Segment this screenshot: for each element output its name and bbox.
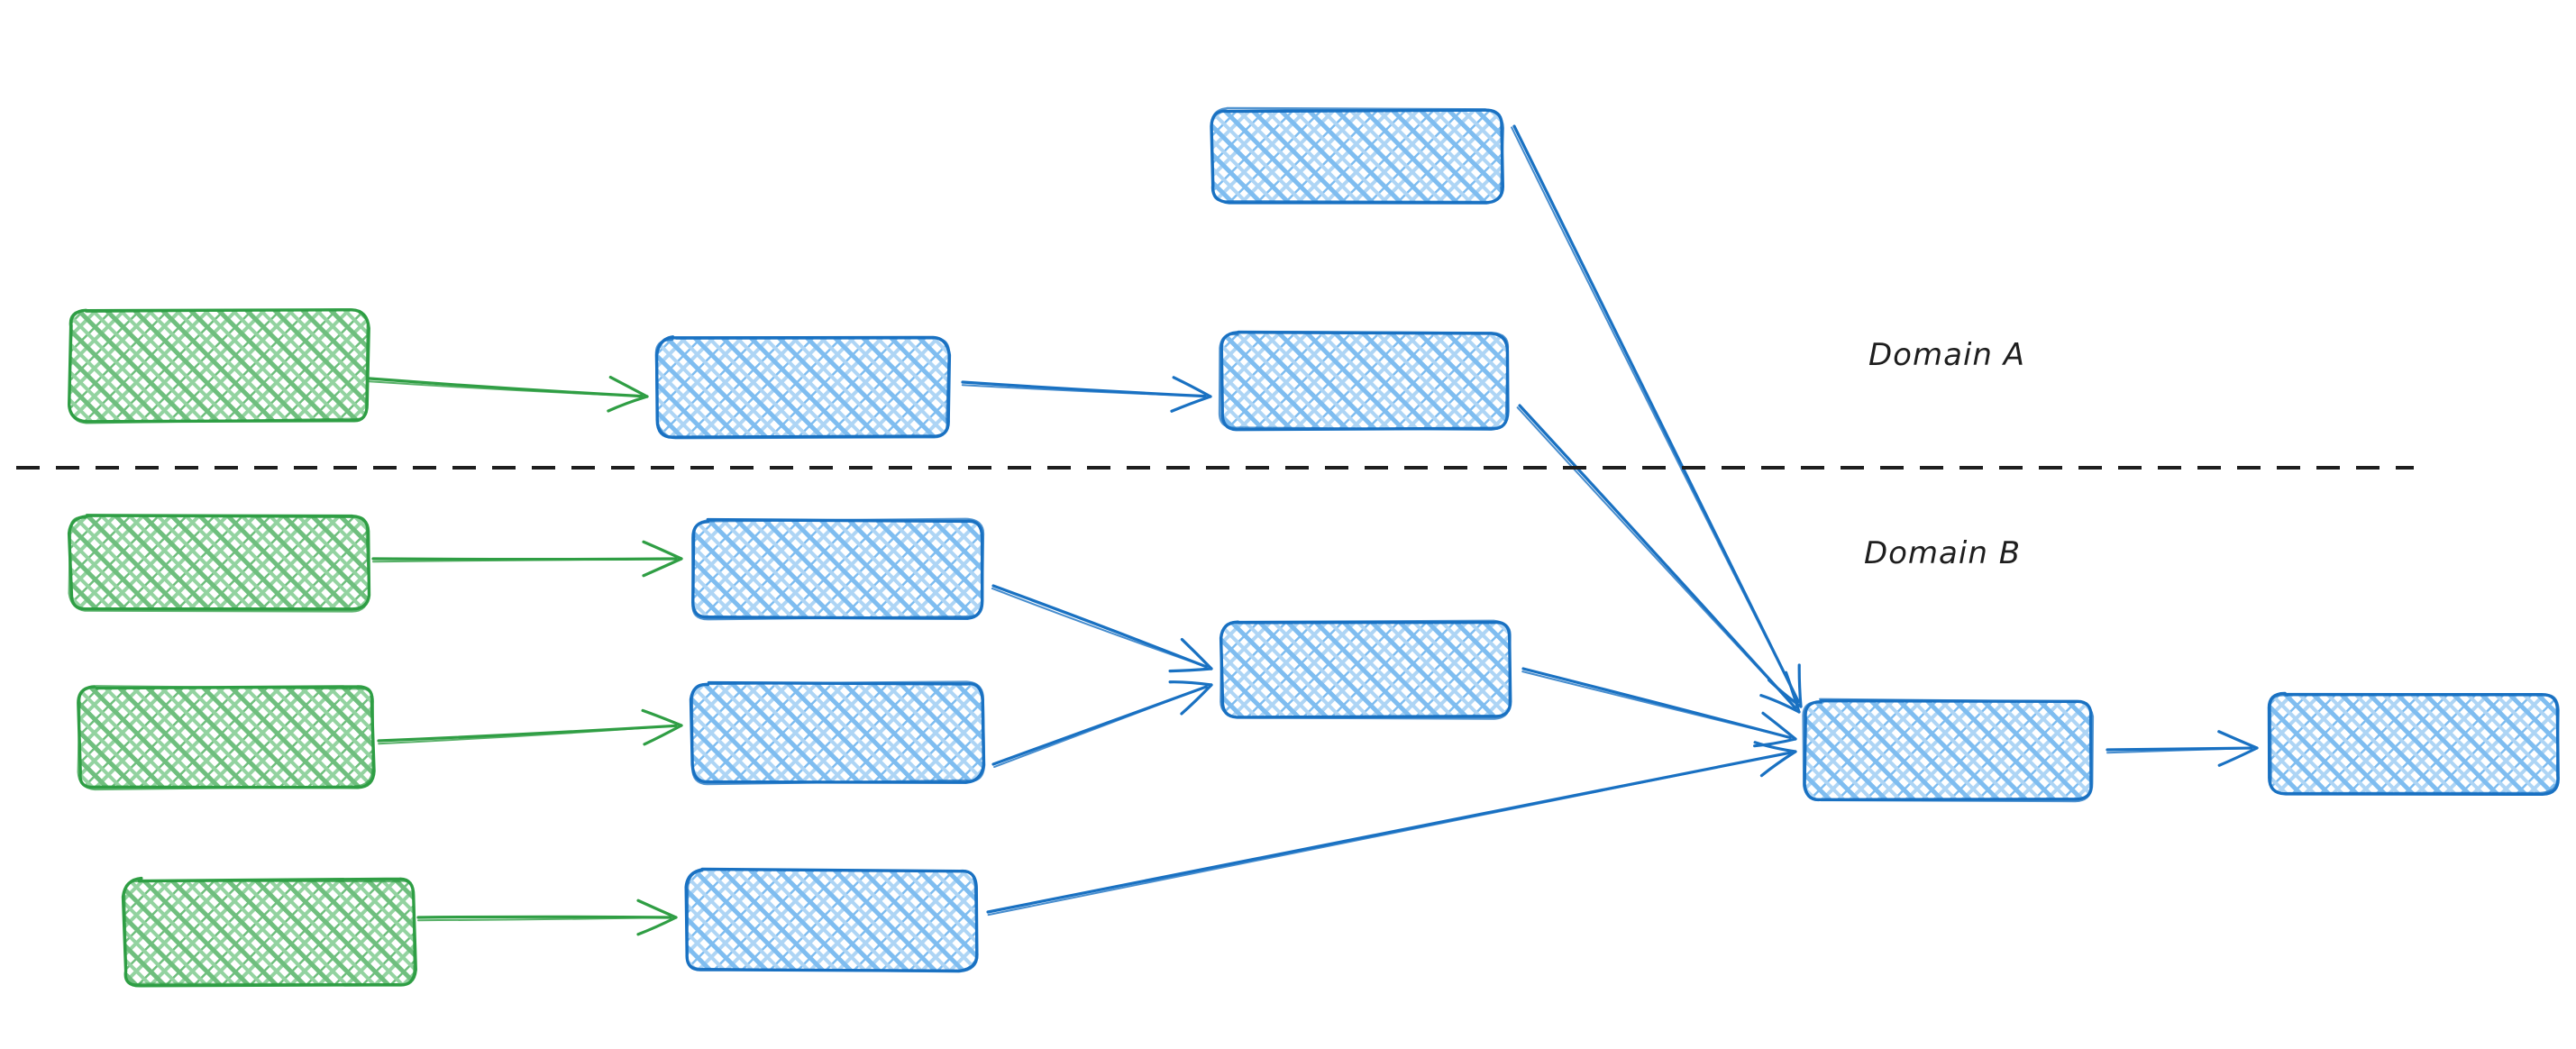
domain-b-label: Domain B: [1864, 535, 2021, 571]
edge-proc-b1-to-merge-b-shaft: [991, 584, 1208, 669]
process-node-a2[interactable]: [1218, 330, 1510, 432]
sink-node-1-fill: [1804, 701, 2091, 800]
edge-proc-a0-to-sink-1[interactable]: [1511, 124, 1803, 708]
edge-src-b1-to-proc-b1-arrowhead-lower: [642, 540, 683, 561]
edge-proc-b1-to-merge-b-arrowhead-lower: [1180, 637, 1213, 670]
process-node-a-top[interactable]: [1210, 106, 1505, 205]
edge-src-a1-to-proc-a1-arrowhead-upper: [607, 395, 649, 413]
domain-a-label: Domain A: [1868, 337, 2025, 373]
edges-layer: [368, 124, 2259, 936]
process-node-b2[interactable]: [689, 680, 986, 786]
edge-proc-b3-to-sink-1[interactable]: [986, 741, 1797, 917]
edge-src-b3-to-proc-b3-arrowhead-lower: [636, 898, 678, 919]
source-node-b3-outline: [123, 880, 416, 986]
source-node-a1[interactable]: [68, 308, 370, 424]
edge-proc-a2-to-sink-1-shaft: [1516, 406, 1796, 709]
edge-proc-a2-to-sink-1-arrowhead-lower: [1784, 670, 1801, 714]
edge-src-b3-to-proc-b3-shaft: [417, 917, 671, 922]
edge-proc-a1-to-proc-a2-shaft: [961, 384, 1207, 397]
edge-proc-a1-to-proc-a2-arrowhead-lower: [1172, 376, 1212, 398]
process-node-b3-outline: [685, 868, 979, 973]
edge-src-b1-to-proc-b1-arrowhead-upper: [642, 557, 683, 578]
source-node-b2-outline: [77, 685, 374, 791]
source-node-b3-fill: [124, 880, 415, 986]
source-node-a1-fill: [70, 311, 368, 421]
edge-src-a1-to-proc-a1-shaft: [368, 377, 644, 398]
edge-proc-a2-to-sink-1-shaft: [1518, 404, 1797, 710]
edge-src-b2-to-proc-b2-arrowhead-lower: [641, 708, 683, 727]
process-node-b1-outline: [691, 517, 985, 621]
edge-merge-b-to-sink-1-arrowhead-lower: [1761, 711, 1797, 741]
source-node-b1[interactable]: [67, 514, 371, 613]
edge-proc-a0-to-sink-1-arrowhead-lower: [1797, 663, 1803, 708]
edge-src-b3-to-proc-b3-arrowhead-upper: [636, 916, 678, 936]
source-node-b1-outline: [68, 515, 370, 613]
source-node-b1-fill: [70, 516, 368, 610]
edge-proc-a2-to-sink-1-arrowhead-upper: [1759, 694, 1801, 714]
edge-src-b2-to-proc-b2[interactable]: [377, 708, 683, 746]
nodes-layer: [67, 106, 2560, 988]
source-node-b2-fill: [79, 687, 373, 788]
sink-node-2-fill: [2270, 694, 2558, 793]
edge-proc-b3-to-sink-1-shaft: [987, 752, 1792, 917]
process-node-a1-outline: [654, 337, 950, 440]
process-node-b2-fill: [692, 683, 982, 782]
merge-node-b[interactable]: [1219, 619, 1512, 720]
sink-node-2-outline: [2269, 693, 2560, 795]
edge-src-b2-to-proc-b2-shaft: [378, 725, 678, 745]
edge-merge-b-to-sink-1[interactable]: [1521, 667, 1797, 748]
edge-proc-a0-to-sink-1-shaft: [1512, 124, 1800, 704]
process-node-a2-fill: [1221, 333, 1508, 429]
merge-node-b-outline: [1219, 619, 1512, 720]
edge-src-b2-to-proc-b2-arrowhead-upper: [643, 724, 683, 746]
merge-node-b-fill: [1222, 622, 1511, 717]
edge-proc-b3-to-sink-1-arrowhead-lower: [1753, 741, 1797, 753]
process-node-a1-fill: [658, 338, 948, 437]
edge-sink-1-to-sink-2-arrowhead-upper: [2217, 746, 2259, 767]
edge-proc-b2-to-merge-b[interactable]: [991, 680, 1213, 769]
process-node-b2-outline: [690, 680, 986, 786]
edge-src-b1-to-proc-b1[interactable]: [371, 540, 683, 578]
edge-proc-b1-to-merge-b-arrowhead-upper: [1168, 667, 1213, 673]
edge-src-a1-to-proc-a1-arrowhead-lower: [608, 375, 649, 398]
edge-merge-b-to-sink-1-shaft: [1521, 670, 1792, 739]
edge-proc-a2-to-sink-1[interactable]: [1516, 404, 1801, 714]
process-node-b3[interactable]: [684, 867, 979, 973]
edge-src-a1-to-proc-a1-shaft: [368, 380, 644, 397]
edge-sink-1-to-sink-2-arrowhead-lower: [2217, 730, 2259, 750]
edge-src-a1-to-proc-a1[interactable]: [368, 375, 649, 413]
edge-proc-b2-to-merge-b-arrowhead-upper: [1180, 683, 1213, 716]
edge-proc-b1-to-merge-b-shaft: [991, 587, 1208, 668]
edge-sink-1-to-sink-2-shaft: [2106, 747, 2252, 754]
source-node-b2[interactable]: [77, 685, 376, 791]
edge-proc-b3-to-sink-1-arrowhead-upper: [1759, 750, 1797, 778]
process-node-a-top-fill: [1212, 110, 1503, 202]
edge-proc-a1-to-proc-a2[interactable]: [961, 376, 1212, 413]
process-node-a2-outline: [1219, 330, 1510, 432]
source-node-b3[interactable]: [121, 876, 417, 988]
edge-proc-a1-to-proc-a2-arrowhead-upper: [1170, 395, 1212, 413]
edge-src-b1-to-proc-b1-shaft: [372, 558, 677, 563]
sink-node-2[interactable]: [2267, 691, 2560, 797]
edge-merge-b-to-sink-1-arrowhead-upper: [1753, 737, 1797, 748]
process-node-b1-fill: [692, 521, 982, 618]
process-node-b1[interactable]: [691, 517, 985, 621]
sink-node-1[interactable]: [1802, 698, 2095, 803]
source-node-a1-outline: [68, 308, 370, 424]
edge-proc-b1-to-merge-b[interactable]: [991, 584, 1213, 673]
process-node-a1[interactable]: [654, 335, 952, 440]
edge-sink-1-to-sink-2[interactable]: [2106, 730, 2259, 767]
process-node-a-top-outline: [1210, 106, 1505, 204]
edge-proc-a0-to-sink-1-shaft: [1511, 126, 1800, 703]
process-node-b3-fill: [687, 871, 977, 970]
edge-src-b3-to-proc-b3[interactable]: [416, 898, 678, 936]
edge-proc-b2-to-merge-b-arrowhead-lower: [1168, 680, 1213, 687]
sink-node-1-outline: [1802, 698, 2095, 803]
edge-proc-b2-to-merge-b-shaft: [993, 686, 1208, 769]
process-node-a2-outline: [1218, 330, 1510, 431]
